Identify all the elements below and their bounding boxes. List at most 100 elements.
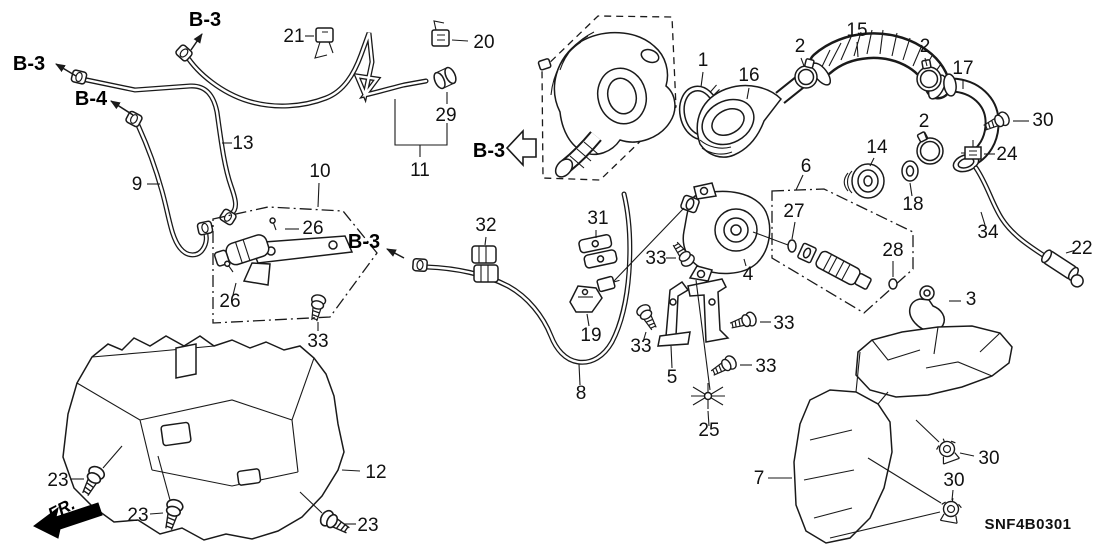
callout-6: 6 <box>801 156 812 177</box>
leader-8 <box>578 363 581 386</box>
joint-nut <box>797 242 817 264</box>
callout-16: 16 <box>738 65 759 86</box>
leader-30c <box>951 489 954 501</box>
spider-clip-25 <box>691 383 725 409</box>
callout-10: 10 <box>309 161 330 182</box>
leader-19 <box>586 313 590 327</box>
clip-21 <box>314 27 334 59</box>
bolt-23c <box>317 507 353 539</box>
callout-30a: 30 <box>1032 110 1053 131</box>
grommet-14 <box>843 163 885 199</box>
fr-direction-arrow <box>33 502 103 539</box>
leader-bolt-23b <box>157 455 171 501</box>
callout-27: 27 <box>783 201 804 222</box>
grommet-29 <box>433 66 457 90</box>
stay-rod <box>695 279 711 391</box>
heat-shield-7 <box>793 325 1013 544</box>
leader-bolt-23c <box>299 491 323 514</box>
oring-27 <box>787 239 797 253</box>
grommet-32 <box>471 245 499 283</box>
hose-34 <box>973 165 1049 260</box>
leader-10 <box>317 182 320 208</box>
bolt-30b <box>933 434 962 466</box>
cover-12 <box>62 335 345 541</box>
bolt-30c <box>938 495 964 525</box>
clip-24 <box>961 140 982 160</box>
leader-18 <box>909 182 913 197</box>
callout-5: 5 <box>667 367 678 388</box>
callout-13: 13 <box>232 133 253 154</box>
callout-26b: 26 <box>219 291 240 312</box>
ref-b3-mid: B-3 <box>348 231 380 253</box>
pin-26a <box>269 217 277 231</box>
callout-33b: 33 <box>645 248 666 269</box>
callout-2b: 2 <box>920 36 931 57</box>
pipe-9-lower-fitting <box>196 219 214 237</box>
callout-33c: 33 <box>630 336 651 357</box>
callout-11: 11 <box>410 160 430 181</box>
callout-32: 32 <box>475 215 496 236</box>
pipe-11 <box>174 32 429 109</box>
callout-23b: 23 <box>127 505 148 526</box>
callout-14: 14 <box>866 137 888 158</box>
callout-33e: 33 <box>755 356 776 377</box>
mount-housing-4 <box>682 182 771 282</box>
b3-arrow-top-center <box>190 33 203 51</box>
joint-assembly-6 <box>752 174 914 314</box>
pin-26b <box>224 260 234 273</box>
callout-24: 24 <box>996 144 1018 165</box>
damper-assembly-10 <box>212 182 378 324</box>
clip-20 <box>431 20 450 47</box>
leader-14 <box>869 157 875 167</box>
leader-5 <box>670 345 673 369</box>
leader-4 <box>743 258 747 267</box>
leader-25 <box>707 410 710 427</box>
pipe-9 <box>124 109 214 258</box>
callout-18: 18 <box>902 194 923 215</box>
leader-30b <box>959 452 975 457</box>
leader-15 <box>856 41 859 58</box>
callout-33a: 33 <box>307 331 328 352</box>
ref-b4: B-4 <box>75 88 108 110</box>
leader-33c <box>642 331 647 343</box>
pipe-8-nut <box>680 194 700 214</box>
callout-29: 29 <box>435 105 456 126</box>
clamp-2c <box>916 131 944 165</box>
b4-arrow <box>110 100 134 116</box>
leader-2b <box>924 57 928 67</box>
callout-23a: 23 <box>47 470 68 491</box>
callout-30b: 30 <box>978 448 999 469</box>
callout-12: 12 <box>365 462 386 483</box>
hook-19 <box>569 285 603 313</box>
callout-19: 19 <box>580 325 601 346</box>
callout-31: 31 <box>587 208 608 229</box>
leader-bolt-23a <box>102 445 123 469</box>
leader-2c <box>923 131 928 141</box>
callout-22: 22 <box>1071 238 1092 259</box>
stay-31 <box>578 233 618 269</box>
fitting-22 <box>1041 249 1084 288</box>
oring-28 <box>888 278 898 290</box>
callout-25: 25 <box>698 420 719 441</box>
leader-bolt-30c-1 <box>867 457 942 504</box>
bracket-5 <box>657 278 730 347</box>
leader-bolt-30c-2 <box>829 511 941 539</box>
ref-b3-air-cleaner: B-3 <box>473 140 505 162</box>
ref-b3-top-center: B-3 <box>189 9 221 31</box>
leader-22 <box>1065 249 1077 254</box>
ref-b3-top-left: B-3 <box>13 53 45 75</box>
pipe-13-end-fitting <box>70 68 88 86</box>
leader-27-hub <box>752 231 789 246</box>
joint-body <box>815 250 872 290</box>
callout-34: 34 <box>977 222 999 243</box>
b3-arrow-mid <box>386 248 405 259</box>
leader-bolt-30b <box>915 419 940 443</box>
label-backer-16 <box>736 64 762 83</box>
leader-27 <box>791 221 796 240</box>
callout-3: 3 <box>966 289 977 310</box>
leader-2a <box>800 57 805 67</box>
leader-32 <box>484 236 487 246</box>
callout-9: 9 <box>132 174 143 195</box>
